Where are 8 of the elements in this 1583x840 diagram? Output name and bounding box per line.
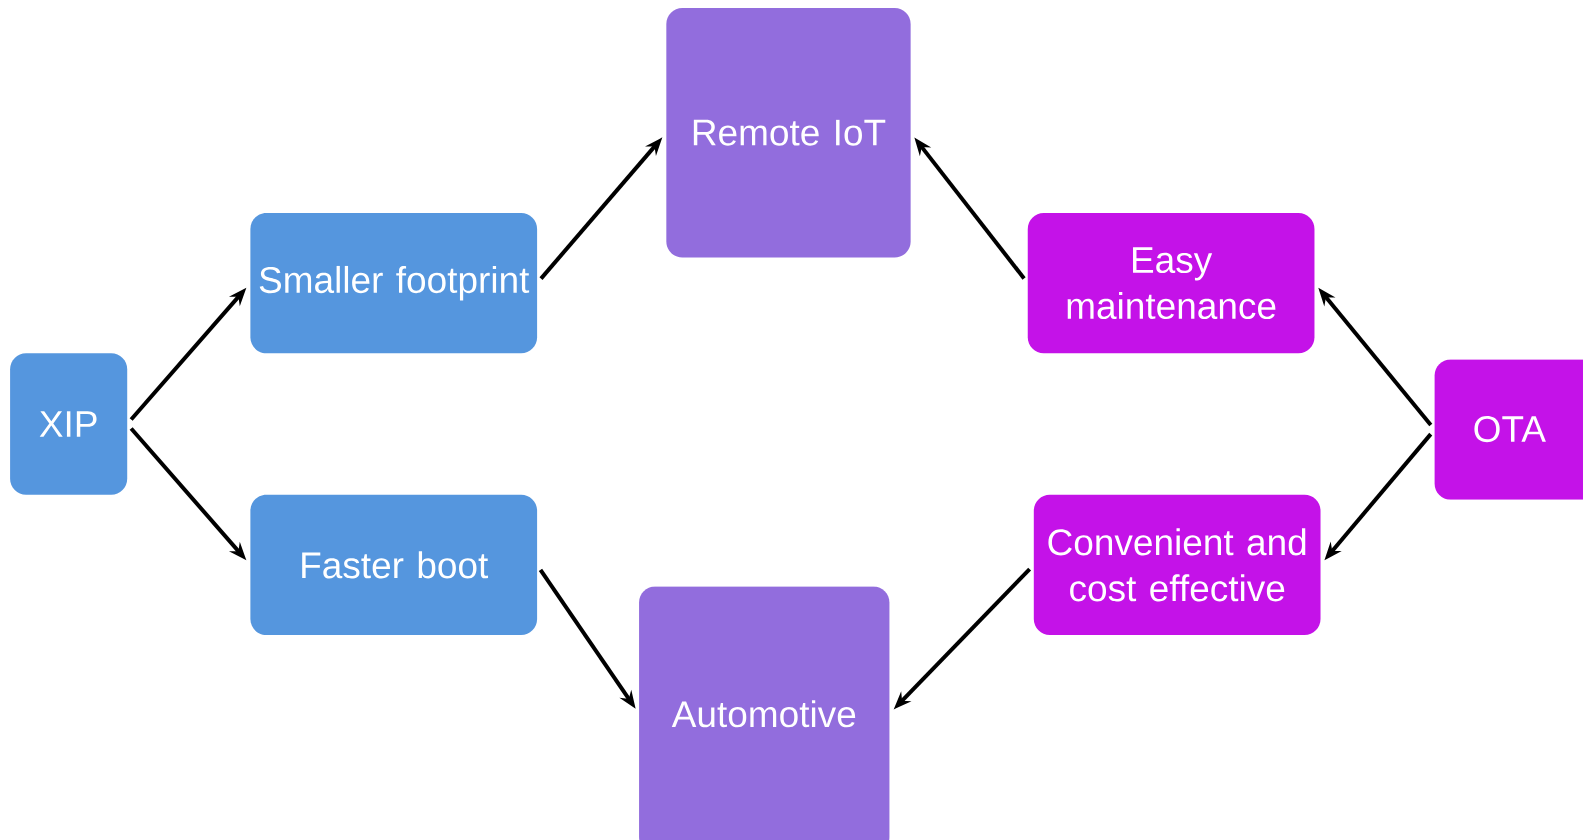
process-box: Smaller footprint [250, 213, 538, 354]
process-box: Automotive [639, 586, 890, 840]
process-box: XIP [10, 353, 128, 495]
process-box: OTA [1434, 359, 1583, 500]
process-box: Faster boot [250, 494, 538, 636]
process-box: Convenient and cost effective [1033, 494, 1321, 636]
process-box: Remote IoT [666, 8, 911, 258]
process-box: Easy maintenance [1027, 213, 1315, 354]
